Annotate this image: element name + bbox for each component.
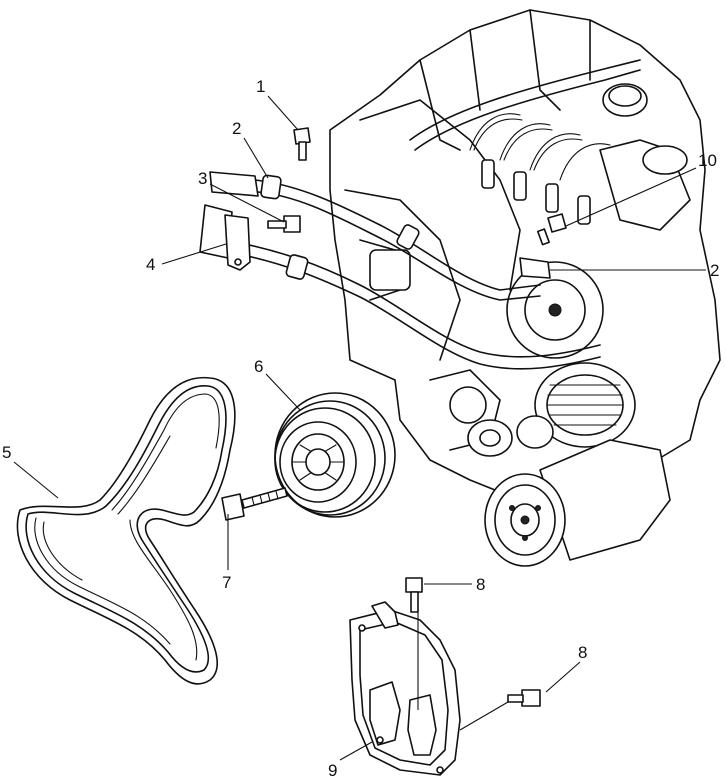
drive-belt: [16, 376, 236, 685]
bolt-10: [536, 213, 567, 246]
callout-9: 9: [328, 761, 337, 780]
bolt-1: [293, 127, 311, 161]
callout-labels: 1 2 2 3 4 5 6 7 8 8 9 10: [2, 77, 719, 780]
pulley-bolt: [221, 487, 288, 521]
belt-cover: [349, 601, 461, 776]
callout-4: 4: [146, 255, 155, 274]
callout-7: 7: [222, 573, 231, 592]
callout-2-right: 2: [710, 261, 719, 280]
callout-6: 6: [254, 357, 263, 376]
ac-compressor: [484, 439, 671, 567]
crankshaft-pulley: [274, 392, 396, 518]
cover-bolt-lower: [507, 689, 541, 707]
callout-2-left: 2: [232, 119, 241, 138]
callout-8-upper: 8: [476, 575, 485, 594]
alternator: [534, 362, 636, 448]
cover-bolt-upper: [405, 577, 423, 613]
callout-1: 1: [256, 77, 265, 96]
callout-10: 10: [698, 151, 717, 170]
callout-8-lower: 8: [578, 643, 587, 662]
bolt-3: [267, 215, 301, 233]
callout-3: 3: [198, 169, 207, 188]
callout-5: 5: [2, 443, 11, 462]
leader-lines: [13, 95, 706, 761]
